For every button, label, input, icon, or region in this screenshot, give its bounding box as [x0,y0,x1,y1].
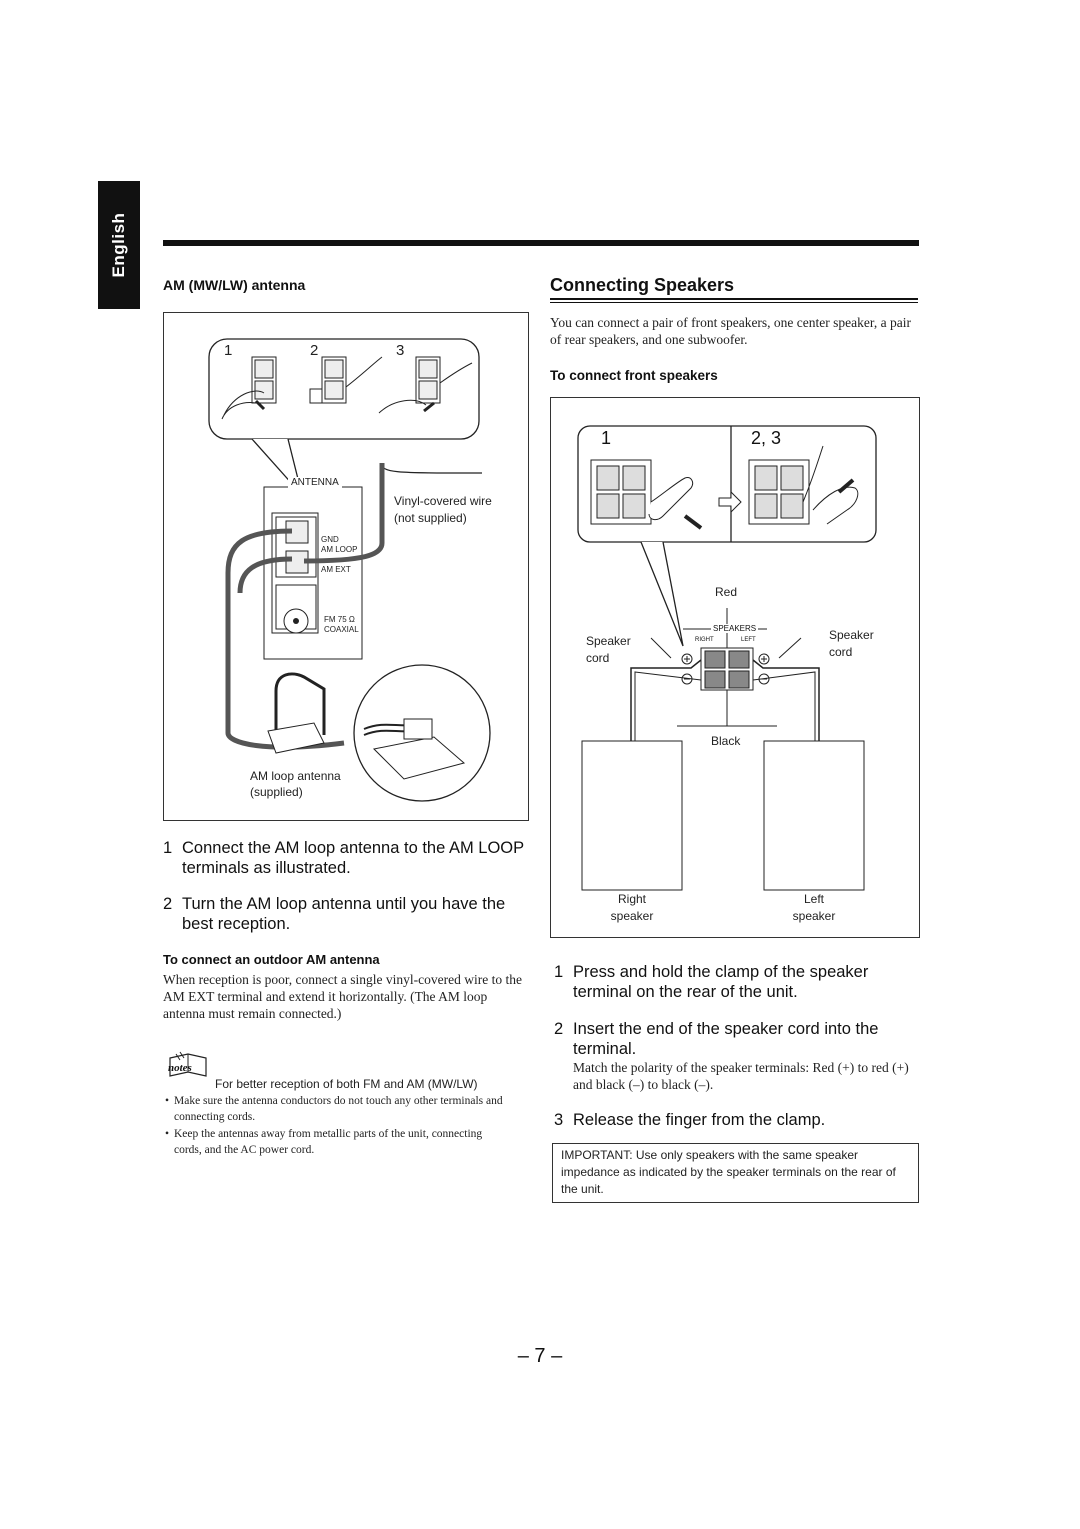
loop-label-line2: (supplied) [250,785,303,799]
speaker-step-3-text: Release the finger from the clamp. [573,1111,826,1129]
am-step-2: 2 Turn the AM loop antenna until you hav… [163,894,533,934]
front-speakers-heading: To connect front speakers [550,368,718,383]
am-step-1: 1 Connect the AM loop antenna to the AM … [163,838,529,878]
right-speaker-label-line2: speaker [610,909,654,923]
wire-label-line2: (not supplied) [394,511,467,525]
left-speaker-box [763,740,865,891]
right-small-label: RIGHT [695,637,714,643]
step-number-2: 2 [310,342,319,359]
page-number: – 7 – [517,1345,563,1367]
polarity-text: Match the polarity of the speaker termin… [573,1060,909,1092]
loop-label-line1: AM loop antenna [250,769,341,783]
speaker-step-2: 2 Insert the end of the speaker cord int… [554,1019,920,1059]
speaker-step-1-text: Press and hold the clamp of the speaker … [573,963,869,1001]
wire-label-line1: Vinyl-covered wire [394,494,492,508]
left-small-label: LEFT [741,637,756,643]
important-note-box: IMPORTANT: Use only speakers with the sa… [552,1143,919,1203]
language-tab: English [98,181,140,309]
left-speaker-label-line1: Left [803,892,824,906]
outdoor-text: When reception is poor, connect a single… [163,972,522,1021]
am-loop-antenna-icon [267,664,491,802]
am-antenna-heading: AM (MW/LW) antenna [163,277,306,293]
speaker-step-3: 3 Release the finger from the clamp. [554,1110,920,1130]
diagram-step-2-3: 2, 3 [751,428,782,448]
step-number-3: 3 [396,342,405,359]
speaker-connection-illustration [577,425,877,891]
language-tab-label: English [109,212,128,278]
cord-label-left-line2: cord [586,651,610,665]
am-step-2-text: Turn the AM loop antenna until you have … [182,895,506,933]
notes-icon-label: notes [168,1062,192,1074]
cord-label-right-line1: Speaker [829,628,874,642]
right-speaker-label-line1: Right [617,892,646,906]
notes-bullet-2-text: Keep the antennas away from metallic par… [174,1128,483,1156]
speaker-terminal-press-icon [590,459,703,530]
speaker-terminal-block [650,608,802,727]
fm-label: FM 75 Ω [324,615,355,624]
outdoor-heading: To connect an outdoor AM antenna [163,952,380,967]
am-antenna-diagram: 1 2 3 ANTENNA GND AM LOOP AM EXT FM 75 Ω… [163,312,529,821]
speaker-step-1-number: 1 [554,963,564,981]
speakers-panel-label: SPEAKERS [711,624,759,633]
bullet-dot-1: • [165,1095,170,1107]
notes-bullet-1: • Make sure the antenna conductors do no… [163,1093,508,1125]
terminal-step3-icon [378,356,473,414]
terminal-step1-icon [221,356,277,420]
am-step-1-text: Connect the AM loop antenna to the AM LO… [182,839,524,877]
antenna-rear-panel [263,486,363,660]
speaker-step-2-number: 2 [554,1020,564,1038]
am-loop-label: AM LOOP [321,545,358,554]
notes-bullet-2: • Keep the antennas away from metallic p… [163,1126,508,1158]
diagram-step-1: 1 [601,428,612,448]
step-number-1: 1 [224,342,233,359]
am-step-1-number: 1 [163,839,173,857]
am-step-2-number: 2 [163,895,173,913]
notes-bullet-1-text: Make sure the antenna conductors do not … [174,1095,503,1123]
important-note-text: IMPORTANT: Use only speakers with the sa… [561,1148,896,1196]
gnd-label: GND [321,535,339,544]
title-underline-thin [550,302,918,303]
speaker-step-3-number: 3 [554,1111,564,1129]
speakers-section-title: Connecting Speakers [550,275,735,295]
speakers-intro: You can connect a pair of front speakers… [550,315,911,347]
black-label: Black [711,734,741,748]
antenna-label: ANTENNA [288,477,342,488]
cord-label-left-line1: Speaker [586,634,631,648]
bullet-dot-2: • [165,1128,170,1140]
left-speaker-label-line2: speaker [792,909,836,923]
notes-title: For better reception of both FM and AM (… [215,1077,478,1091]
top-rule [163,240,919,246]
am-ext-label: AM EXT [321,565,351,574]
right-speaker-box [581,740,683,891]
notes-icon: notes [166,1050,210,1080]
am-antenna-illustration [208,338,491,802]
speaker-terminal-insert-icon [748,445,859,525]
title-underline-thick [550,298,918,300]
speaker-step-1: 1 Press and hold the clamp of the speake… [554,962,920,1002]
coaxial-label: COAXIAL [324,625,359,634]
cord-label-right-line2: cord [829,645,853,659]
speaker-connection-diagram: 1 2, 3 Red SPEAKERS RIGHT LEFT Speaker c… [550,397,920,938]
terminal-step2-icon [309,356,383,404]
speaker-step-2-text: Insert the end of the speaker cord into … [573,1020,879,1058]
red-label: Red [715,585,738,599]
